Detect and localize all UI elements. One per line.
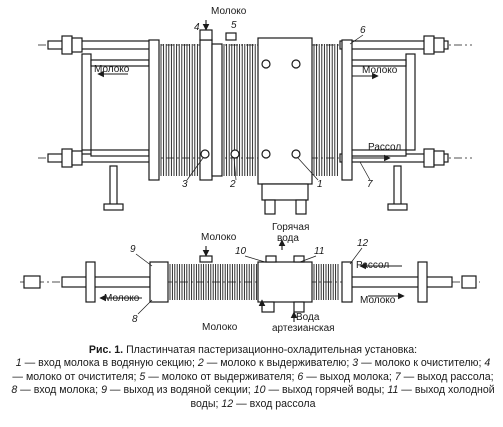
right-support	[387, 165, 408, 211]
label-milk-plan-left: Молоко	[104, 293, 140, 304]
caption-item: 10 — выход горячей воды;	[253, 384, 388, 397]
plate-pack-c	[313, 44, 338, 176]
plan-arrows	[99, 239, 405, 322]
upper-guide-bar	[38, 35, 472, 55]
left-pipe	[81, 53, 150, 157]
label-milk-top: Молоко	[211, 6, 247, 17]
left-support	[103, 165, 124, 211]
fittings	[199, 29, 301, 159]
num-7: 7	[367, 179, 373, 190]
num-11: 11	[314, 246, 324, 257]
label-hot-water-2: вода	[277, 233, 299, 244]
caption-item: 9 — выход из водяной секции;	[101, 384, 254, 397]
label-brine-front: Рассол	[368, 142, 401, 153]
intermediate-frame-2	[211, 43, 223, 177]
plate-pack-a	[160, 44, 198, 176]
left-end-plate	[148, 39, 160, 181]
apparatus-drawing: Молоко Молоко Молоко Рассол 4 5 6 3 2 1 …	[20, 6, 480, 334]
label-artesian-1: Вода	[296, 312, 320, 323]
num-5: 5	[231, 20, 237, 31]
plate-pack-plan	[169, 264, 339, 300]
front-view	[38, 29, 472, 215]
num-12: 12	[357, 238, 369, 249]
caption-item: 1 — вход молока в водяную секцию;	[15, 357, 198, 370]
num-3: 3	[182, 179, 188, 190]
label-milk-plan-top: Молоко	[201, 232, 237, 243]
plan-view	[20, 255, 480, 313]
caption-item: 2 — молоко к выдерживателю;	[197, 357, 353, 370]
caption-title: Рис. 1.	[88, 344, 124, 356]
caption-item: 7 — выход рассола;	[394, 370, 494, 383]
caption-item: 12 — вход рассола	[221, 397, 316, 410]
intermediate-frame	[199, 39, 213, 181]
caption-item: 11 — выход холодной воды;	[190, 384, 495, 410]
plate-pack-b	[223, 44, 256, 176]
front-arrows	[97, 20, 391, 162]
num-4: 4	[194, 22, 200, 33]
label-brine-plan: Рассол	[356, 260, 389, 271]
caption-text: Пластинчатая пастеризационно-охладительн…	[126, 344, 418, 356]
label-milk-plan-right: Молоко	[360, 295, 396, 306]
caption-item: 5 — молоко от выдерживателя;	[139, 370, 298, 383]
num-1: 1	[317, 179, 323, 190]
num-10: 10	[235, 246, 247, 257]
num-2: 2	[229, 179, 236, 190]
figure-caption: Рис. 1. Пластинчатая пастеризационно-охл…	[10, 344, 496, 411]
caption-item: 8 — вход молока;	[11, 384, 102, 397]
label-hot-water-1: Горячая	[272, 222, 309, 233]
caption-item: 6 — выход молока;	[297, 370, 395, 383]
leader-lines-front	[186, 34, 371, 181]
num-9: 9	[130, 244, 136, 255]
label-artesian-2: артезианская	[272, 323, 335, 334]
plan-labels: Молоко Горячая вода Рассол Молоко Молоко…	[104, 222, 396, 334]
caption-item: 3 — молоко к очистителю;	[352, 357, 485, 370]
caption-items: 1 — вход молока в водяную секцию; 2 — мо…	[11, 357, 494, 409]
label-milk-plan-bottom: Молоко	[202, 322, 238, 333]
num-6: 6	[360, 25, 366, 36]
label-milk-left: Молоко	[94, 64, 130, 75]
leader-lines-plan	[135, 247, 363, 315]
caption-item: 4 — молоко от очистителя;	[12, 357, 491, 383]
num-8: 8	[132, 314, 138, 325]
right-end-plate	[341, 39, 353, 181]
label-milk-right: Молоко	[362, 65, 398, 76]
front-labels: Молоко Молоко Молоко Рассол 4 5 6 3 2 1 …	[94, 6, 401, 190]
